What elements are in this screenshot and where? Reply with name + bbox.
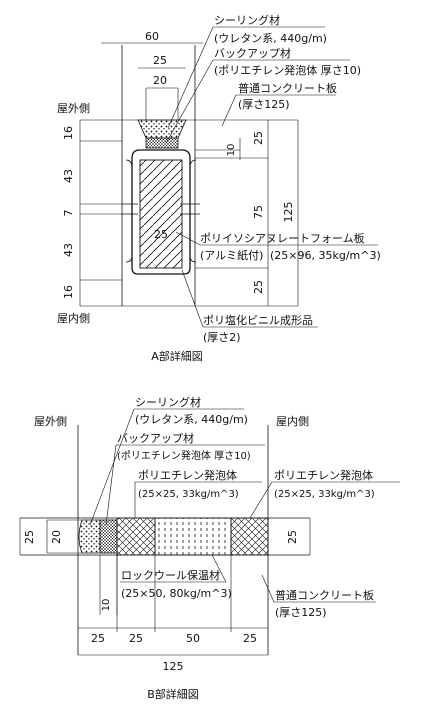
detail-a-backup-rod [145, 137, 179, 149]
dim-a-7: 7 [62, 210, 75, 217]
detail-b-outside-label: 屋外側 [34, 415, 67, 428]
dim-a-60: 60 [145, 30, 159, 43]
a-pvc-spec: (厚さ2) [203, 331, 241, 344]
dim-a-25-right-bottom: 25 [252, 280, 265, 294]
a-foam-spec-2: (25×96, 35kg/m^3) [270, 249, 381, 262]
a-foam-spec-1: (アルミ紙付) [200, 248, 263, 262]
a-concrete-spec: (厚さ125) [238, 98, 290, 111]
dim-b-20: 20 [50, 530, 63, 544]
dim-b-10: 10 [101, 599, 112, 612]
b-backup-label: バックアップ材 [117, 431, 194, 445]
b-rockwool-label: ロックウール保温材 [121, 568, 220, 582]
dim-b-25-a: 25 [91, 632, 105, 645]
a-backup-spec: (ポリエチレン発泡体 厚さ10) [214, 63, 361, 77]
dim-a-75: 75 [252, 205, 265, 219]
dim-b-50: 50 [186, 632, 200, 645]
b-pe-right-spec: (25×25, 33kg/m^3) [274, 489, 375, 500]
detail-b-pe-foam-right [230, 517, 269, 556]
dim-a-125: 125 [282, 202, 295, 223]
a-sealant-label: シーリング材 [214, 13, 280, 27]
dim-a-16-top: 16 [62, 126, 75, 140]
detail-a: 60 25 20 16 43 7 43 16 25 10 75 125 25 2… [57, 13, 381, 363]
dim-a-43-bottom: 43 [62, 243, 75, 257]
dim-a-25-top: 25 [153, 54, 167, 67]
detail-b-caption: B部詳細図 [147, 687, 199, 701]
detail-b-rockwool [154, 517, 232, 556]
detail-a-sealant [137, 119, 187, 139]
dim-b-25-right: 25 [286, 530, 299, 544]
b-pe-left-label: ポリエチレン発泡体 [138, 468, 237, 482]
b-backup-spec: (ポリエチレン発泡体 厚さ10) [117, 449, 251, 462]
b-pe-left-spec: (25×25, 33kg/m^3) [138, 489, 239, 500]
a-sealant-spec: (ウレタン系, 440g/m) [214, 32, 327, 45]
b-sealant-spec: (ウレタン系, 440g/m) [135, 413, 248, 426]
a-backup-label: バックアップ材 [214, 46, 291, 60]
detail-a-caption: A部詳細図 [151, 349, 203, 363]
detail-b: 25 20 25 10 25 25 50 25 125 屋外側 屋内側 シーリン… [19, 395, 400, 701]
b-sealant-label: シーリング材 [135, 395, 201, 409]
dim-b-25-left: 25 [23, 530, 36, 544]
b-rockwool-spec: (25×50, 80kg/m^3) [121, 587, 232, 600]
a-pvc-label: ポリ塩化ビニル成形品 [203, 313, 313, 327]
b-concrete-spec: (厚さ125) [275, 606, 327, 619]
detail-b-pe-foam-left [116, 517, 156, 556]
detail-a-inside-label: 屋内側 [57, 311, 90, 325]
detail-a-pvc-profile [131, 149, 191, 275]
dim-a-43-top: 43 [62, 169, 75, 183]
detail-a-foam-board [139, 159, 183, 269]
detail-b-backup-rod [99, 519, 118, 554]
detail-a-outside-label: 屋外側 [57, 102, 90, 115]
dim-b-25-b: 25 [129, 632, 143, 645]
dim-b-25-c: 25 [243, 632, 257, 645]
b-concrete-label: 普通コンクリート板 [275, 588, 374, 602]
detail-b-sealant [78, 519, 101, 554]
dim-b-125: 125 [163, 660, 184, 673]
dim-a-16-bottom: 16 [62, 285, 75, 299]
a-foam-label: ポリイソシアヌレートフォーム板 [200, 231, 365, 245]
a-concrete-label: 普通コンクリート板 [238, 81, 337, 95]
detail-b-inside-label: 屋内側 [276, 414, 309, 428]
dim-a-25-inner: 25 [154, 228, 168, 241]
dim-a-25-right-top: 25 [252, 131, 265, 145]
dim-a-20-top: 20 [153, 74, 167, 87]
dim-a-10: 10 [226, 144, 237, 157]
b-pe-right-label: ポリエチレン発泡体 [274, 468, 373, 482]
